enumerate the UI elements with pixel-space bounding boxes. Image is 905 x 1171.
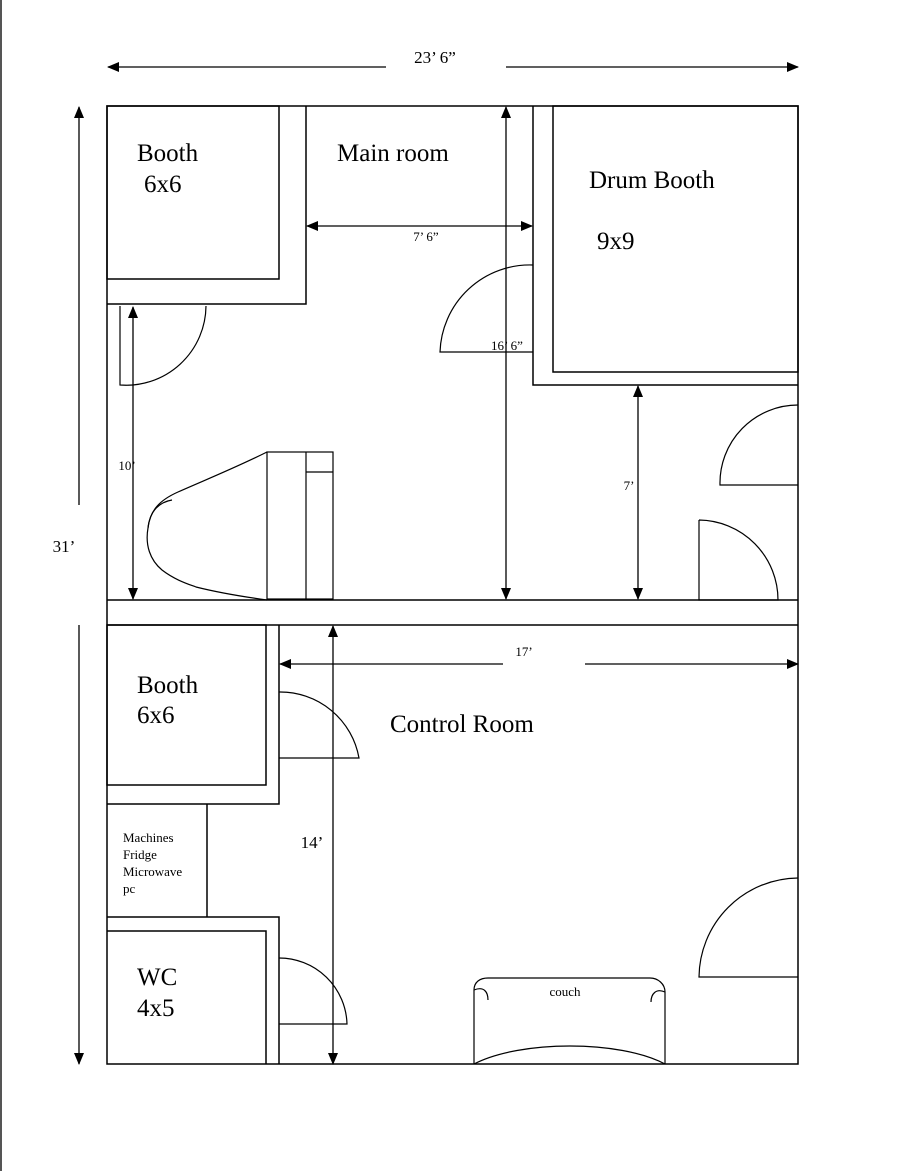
machines-line-3: Microwave	[123, 864, 182, 879]
door-right-lower	[698, 519, 779, 601]
couch-label: couch	[549, 984, 581, 999]
drum-booth-title: Drum Booth	[589, 167, 715, 194]
walls	[106, 105, 799, 1065]
wc-outer-wall	[107, 916, 280, 1064]
drum-booth-outer-wall	[532, 106, 798, 386]
control-height-label: 14’	[301, 833, 324, 852]
doors	[119, 264, 799, 1025]
wc-title: WC	[137, 964, 177, 991]
dimension-lines	[74, 62, 799, 1065]
main-room-width-label: 7’ 6”	[413, 229, 439, 244]
dimension-labels: 23’ 6” 31’ 7’ 6” 16’ 6” 10’ 7’ 17’ 14’	[53, 48, 635, 852]
door-wc	[278, 957, 348, 1025]
couch-outline	[473, 977, 666, 1064]
drum-booth-inner-wall	[552, 105, 799, 373]
door-right-upper	[719, 404, 799, 486]
booth-door-side-label: 10’	[118, 458, 135, 473]
booth-bottom-title: Booth	[137, 672, 199, 699]
main-room-title: Main room	[337, 140, 449, 167]
booth-bottom-inner-wall	[106, 624, 267, 786]
machines-line-1: Machines	[123, 830, 174, 845]
booth-top-outer-wall	[107, 106, 307, 305]
booth-top-title: Booth	[137, 140, 199, 167]
booth-bottom-outer-wall	[107, 625, 280, 805]
overall-width-label: 23’ 6”	[414, 48, 456, 67]
piano-lid-curve	[147, 499, 173, 529]
image-left-border	[0, 0, 2, 1171]
booth-bottom-size: 6x6	[137, 702, 175, 729]
door-booth-bottom	[278, 691, 360, 759]
drum-booth-size: 9x9	[597, 228, 635, 255]
wc-inner-wall	[107, 930, 267, 1064]
outer-wall	[106, 105, 799, 1065]
machines-line-2: Fridge	[123, 847, 157, 862]
couch	[473, 977, 666, 1065]
main-room-height-label: 16’ 6”	[491, 338, 523, 353]
couch-arm-left	[473, 988, 489, 1001]
couch-seat-curve	[473, 1045, 666, 1065]
overall-height-label: 31’	[53, 537, 76, 556]
couch-arm-right	[650, 990, 666, 1003]
machines-line-4: pc	[123, 881, 136, 896]
piano-body	[146, 451, 268, 601]
drum-gap-label: 7’	[624, 478, 635, 493]
piano	[146, 451, 334, 601]
control-width-label: 17’	[515, 644, 532, 659]
room-labels: Booth 6x6 Main room Drum Booth 9x9 Booth…	[123, 140, 715, 1022]
door-drum-booth	[439, 264, 534, 353]
door-control-right	[698, 877, 799, 978]
wc-size: 4x5	[137, 995, 175, 1022]
piano-keyboard	[266, 451, 334, 600]
booth-top-size: 6x6	[144, 171, 182, 198]
booth-top-inner-wall	[106, 105, 280, 280]
control-room-title: Control Room	[390, 711, 534, 738]
